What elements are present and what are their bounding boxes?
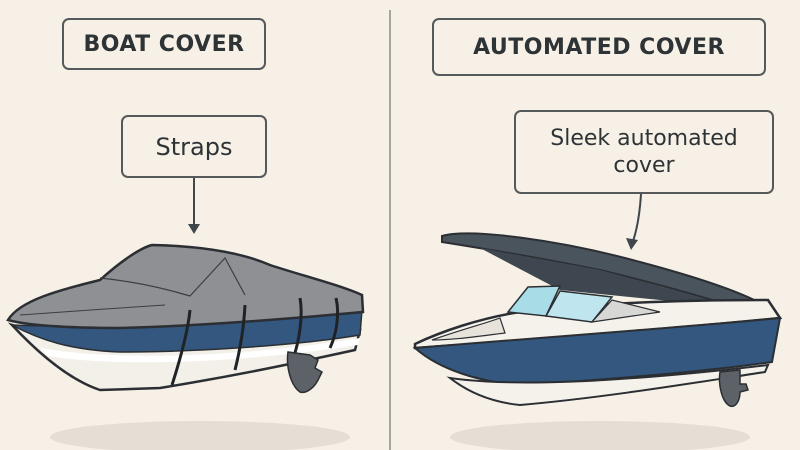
straps-arrow-icon [188, 178, 200, 234]
covered-boat-illustration [6, 178, 365, 450]
straps-callout: Straps [121, 115, 267, 178]
cover-arrow-icon [626, 193, 642, 250]
automated-cover-title: AUTOMATED COVER [432, 18, 766, 76]
callout-line-1: Sleek automated [550, 126, 738, 151]
callout-line-2: cover [613, 153, 675, 178]
panel-divider [389, 10, 391, 450]
sleek-automated-cover-callout: Sleek automated cover [514, 110, 774, 194]
boat-cover-title: BOAT COVER [62, 18, 266, 70]
